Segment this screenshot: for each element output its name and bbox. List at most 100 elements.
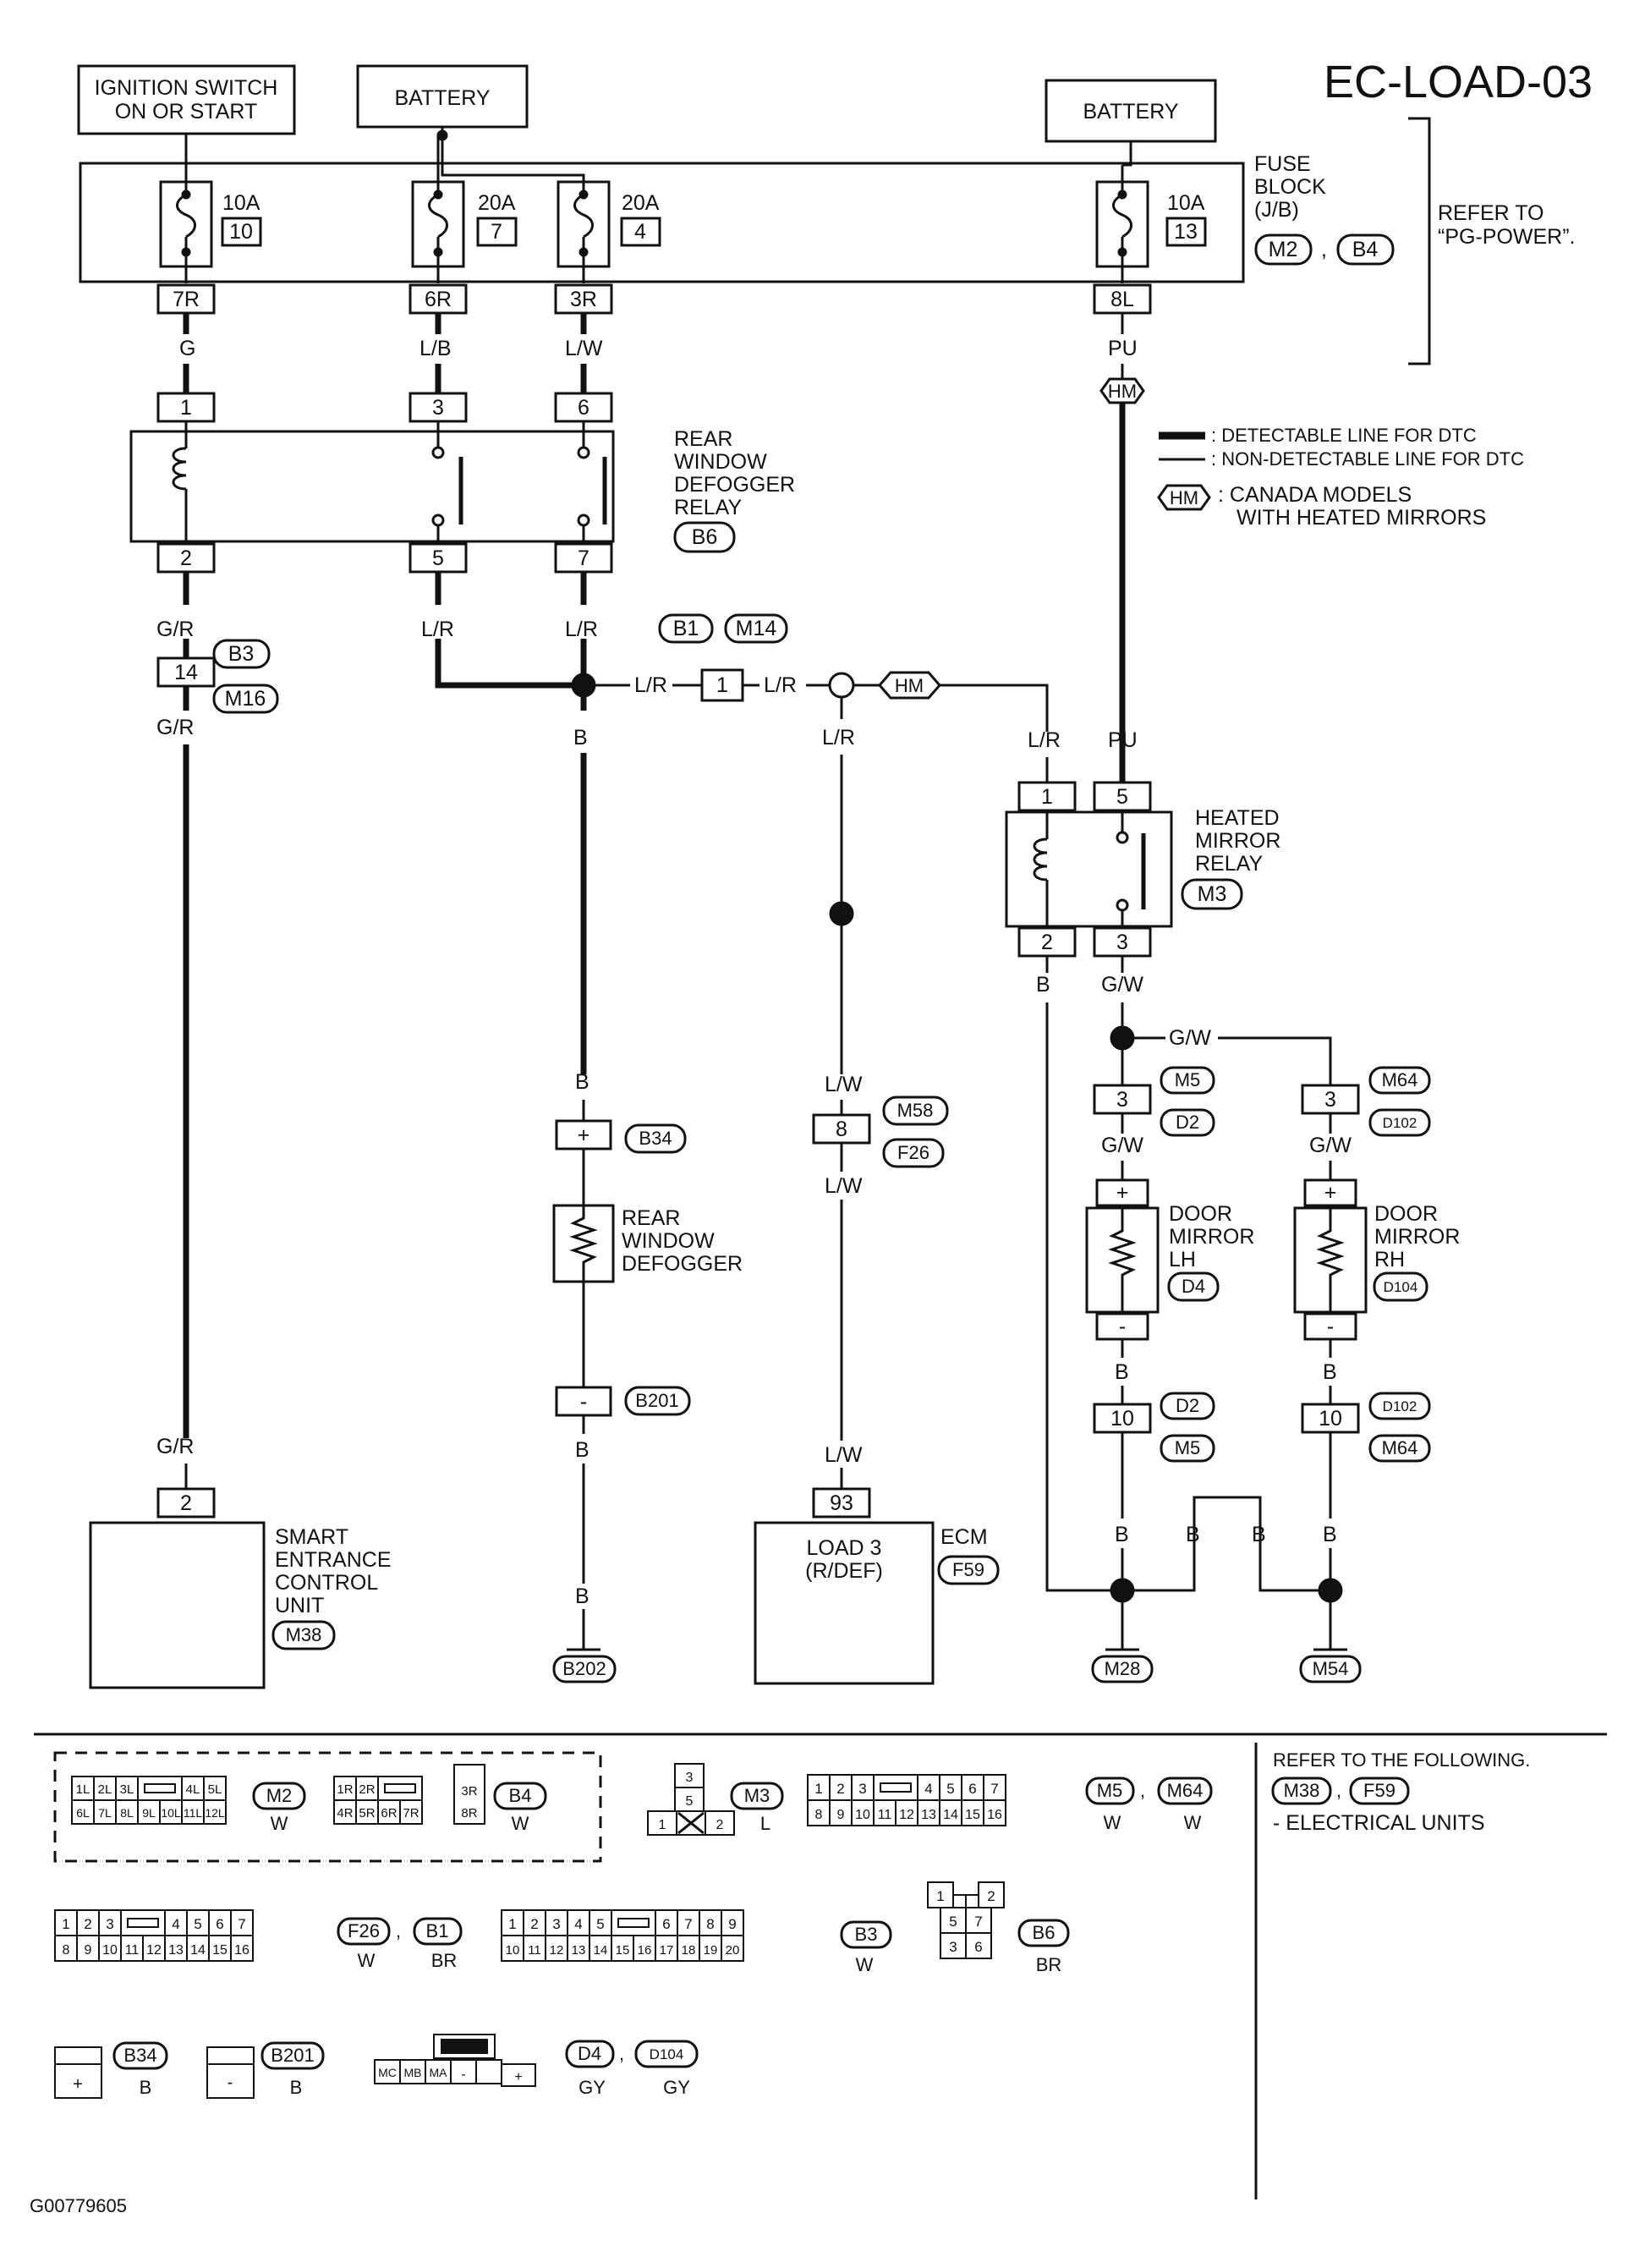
svg-text:6: 6 [578,396,589,420]
connector-cell [721,1935,744,1962]
connector-pin-label: 5 [949,1914,957,1930]
connector-pin-label: 1 [936,1888,944,1904]
fuse-3: 20A 4 [557,175,661,283]
legend-hm-2: WITH HEATED MIRRORS [1236,506,1486,530]
svg-text:F26: F26 [348,1920,380,1941]
fuse-2-no: 7 [491,220,502,244]
ground-b202: B202 [552,1628,617,1683]
connector-pin-label: 1 [508,1916,516,1932]
connector-pin-label: 1 [62,1916,69,1932]
connector-key [384,1783,416,1793]
battery-box-right: BATTERY [1045,79,1217,143]
ignition-switch-box: IGNITION SWITCH ON OR START [77,64,296,135]
svg-text:UNIT: UNIT [275,1594,324,1617]
connector-pin-label: 9L [142,1806,156,1820]
connector-pin-label: 2 [84,1916,91,1932]
figure-id: G00779605 [30,2195,127,2216]
connector-latch [953,1894,979,1908]
svg-text:B: B [1323,1360,1337,1384]
svg-text:B202: B202 [562,1658,606,1679]
svg-text:B: B [575,1438,589,1462]
connector-pin-label: 5R [359,1806,375,1820]
wire-gr-1: G/R [156,618,194,641]
ignition-label-2: ON OR START [115,100,258,124]
connector-pin-label: 3R [461,1784,477,1798]
connector-pin-label: 11 [125,1943,140,1958]
svg-text:M5: M5 [1175,1437,1201,1458]
svg-text:W: W [512,1813,529,1834]
connector-pin-label: 2L [98,1782,112,1797]
jc-conn-b1: B1 [673,617,699,640]
jc-conn-m16: M16 [225,687,266,711]
connector-pin-label: 9 [85,1943,92,1958]
svg-text:B: B [1115,1360,1129,1384]
wire-b-relay: B [1036,973,1050,997]
connector-cell [873,1799,897,1826]
ecm-wire-path: L/W 8 M58 F26 L/W L/W [812,1073,949,1489]
svg-text:3: 3 [1116,1088,1128,1112]
connector-pin-label: 15 [212,1943,228,1958]
wire-gr-2: G/R [156,716,194,739]
connector-pin-label: 6 [216,1916,223,1932]
connector-pin-label: 2 [530,1916,538,1932]
door-mirror-lh: 3 M5 D2 G/W + - DOOR MIRROR LH D4 B 10 D… [1085,1066,1254,1579]
ignition-label-1: IGNITION SWITCH [95,76,278,100]
svg-text:M54: M54 [1313,1658,1349,1679]
connector-cell [567,1909,590,1936]
connector-pin-label: 7 [974,1914,982,1930]
connector-pin-label: 1L [76,1782,90,1797]
connector-cell [374,2059,401,2084]
svg-text:3: 3 [1324,1088,1336,1112]
connector-pin-label: 10 [855,1808,870,1822]
wire-gw-1: G/W [1101,973,1143,997]
legend: : DETECTABLE LINE FOR DTC : NON-DETECTAB… [1157,425,1524,530]
svg-text:G/W: G/W [1309,1134,1352,1157]
connector-pin-label: 11 [878,1808,892,1822]
svg-text:MIRROR: MIRROR [1169,1225,1254,1249]
connector-cell [647,1810,677,1836]
fuse-block-conn-b4: B4 [1352,238,1379,261]
connector-cell [159,1799,183,1825]
connector-pin-label: 3 [949,1939,957,1955]
connector-pin-label: 5 [946,1781,954,1797]
comma-1: , [1321,238,1327,261]
comma-refer: , [1336,1780,1341,1801]
svg-text:D4: D4 [578,2043,601,2064]
connector-cell [851,1799,875,1826]
connector-cell [978,1881,1005,1908]
svg-text:M38: M38 [1284,1780,1320,1801]
connector-pin-label: 6 [974,1939,982,1955]
battery-right-label: BATTERY [1083,100,1179,124]
connector-cell [230,1909,254,1936]
fuse-4-amps: 10A [1167,191,1205,215]
wire-pu-top: PU [1108,337,1138,360]
jc-conn-b3: B3 [228,642,255,666]
connector-cell [611,1935,634,1962]
connector-pin-label: 7 [990,1781,998,1797]
wire-lr-6: L/R [1028,728,1061,752]
fuse-block-label-1: FUSE [1254,152,1311,176]
fuse-term-6r: 6R [425,288,452,311]
connector-pin-label: 19 [704,1943,718,1958]
svg-text:F59: F59 [1363,1780,1395,1801]
connector-pin-label: 6R [381,1806,397,1820]
svg-text:W: W [358,1950,376,1971]
connector-cell [655,1935,678,1962]
connector-pin-label: 6 [968,1781,976,1797]
ground-m54: M54 [1299,1628,1362,1683]
svg-text:WINDOW: WINDOW [622,1229,715,1253]
comma-d4: , [619,2043,624,2064]
svg-text:LH: LH [1169,1248,1196,1271]
connector-cell [98,1935,122,1962]
fuse-1-no: 10 [229,220,253,244]
connector-pin-label: 15 [616,1943,630,1958]
wire-lw: L/W [565,337,603,360]
fuse-block-label-3: (J/B) [1254,198,1299,222]
legend-detectable: : DETECTABLE LINE FOR DTC [1211,425,1477,446]
svg-text:W: W [271,1813,288,1834]
connector-cell [206,2046,255,2099]
connector-pin-label: + [514,2070,522,2084]
connector-pin-label: 12 [550,1943,564,1958]
svg-text:B34: B34 [639,1128,672,1149]
connector-pin-label: 15 [965,1808,980,1822]
